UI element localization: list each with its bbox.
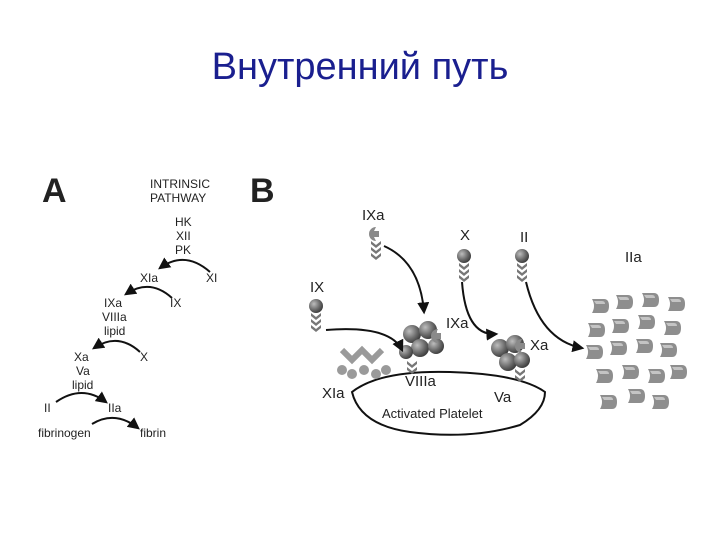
- fibrin: fibrin: [140, 426, 166, 440]
- lipid-1: lipid: [104, 324, 125, 338]
- activated-platelet: [350, 370, 547, 436]
- factor-xa: Xa: [74, 350, 89, 364]
- b-label-ix: IX: [310, 279, 324, 296]
- factor-viiia: VIIIa: [102, 310, 127, 324]
- b-label-xia: XIa: [322, 385, 345, 402]
- slide-title: Внутренний путь: [211, 46, 509, 88]
- arrow-x-to-xa: [461, 281, 499, 341]
- protein-ii-free: [515, 249, 529, 282]
- b-label-ixa-mid: IXa: [446, 315, 469, 332]
- b-label-va: Va: [494, 389, 512, 406]
- initiator-hk: HK: [175, 215, 192, 229]
- fibrinogen: fibrinogen: [38, 426, 91, 440]
- b-label-viiia: VIIIa: [405, 373, 437, 390]
- thrombin-cloud: [586, 293, 687, 409]
- factor-xi: XI: [206, 271, 217, 285]
- arrow-ixa-to-tenase: [383, 245, 430, 315]
- arrow-xi-to-xia: [158, 257, 211, 273]
- tenase-complex: [399, 321, 444, 374]
- arrow-ix-to-ixa: [325, 328, 404, 353]
- intrinsic-header-line2: PATHWAY: [150, 191, 206, 205]
- initiator-pk: PK: [175, 243, 191, 257]
- arrow-x-to-xa: [92, 337, 141, 353]
- platelet-label: Activated Platelet: [382, 406, 483, 421]
- arrow-ii-to-iia: [525, 281, 585, 353]
- factor-ixa: IXa: [104, 296, 122, 310]
- b-label-x: X: [460, 227, 470, 244]
- panel-a: A INTRINSIC PATHWAY HK XII PK XIa XI IXa…: [38, 172, 217, 440]
- intrinsic-header-line1: INTRINSIC: [150, 177, 210, 191]
- factor-iia: IIa: [108, 401, 122, 415]
- b-label-xa: Xa: [530, 337, 549, 354]
- panel-b-label: B: [250, 172, 275, 210]
- protein-ix-free: [309, 299, 323, 332]
- factor-ix: IX: [170, 296, 181, 310]
- xia-complex: [337, 345, 391, 379]
- panel-b: B Activated Platelet IXa X II IIa IX IXa…: [250, 172, 687, 436]
- prothrombinase-complex: [491, 335, 530, 382]
- b-label-ixa-top: IXa: [362, 207, 385, 224]
- arrow-ix-to-ixa: [124, 283, 173, 299]
- initiator-xii: XII: [176, 229, 191, 243]
- protein-ixa-free: [369, 227, 381, 260]
- factor-x: X: [140, 350, 148, 364]
- factor-ii: II: [44, 401, 51, 415]
- protein-x-free: [457, 249, 471, 282]
- b-label-ii: II: [520, 229, 528, 246]
- b-label-iia: IIa: [625, 249, 642, 266]
- arrow-ii-to-iia: [55, 391, 108, 404]
- arrow-fibrinogen-to-fibrin: [91, 417, 140, 430]
- factor-xia: XIa: [140, 271, 158, 285]
- panel-a-label: A: [42, 172, 67, 210]
- factor-va: Va: [76, 364, 90, 378]
- lipid-2: lipid: [72, 378, 93, 392]
